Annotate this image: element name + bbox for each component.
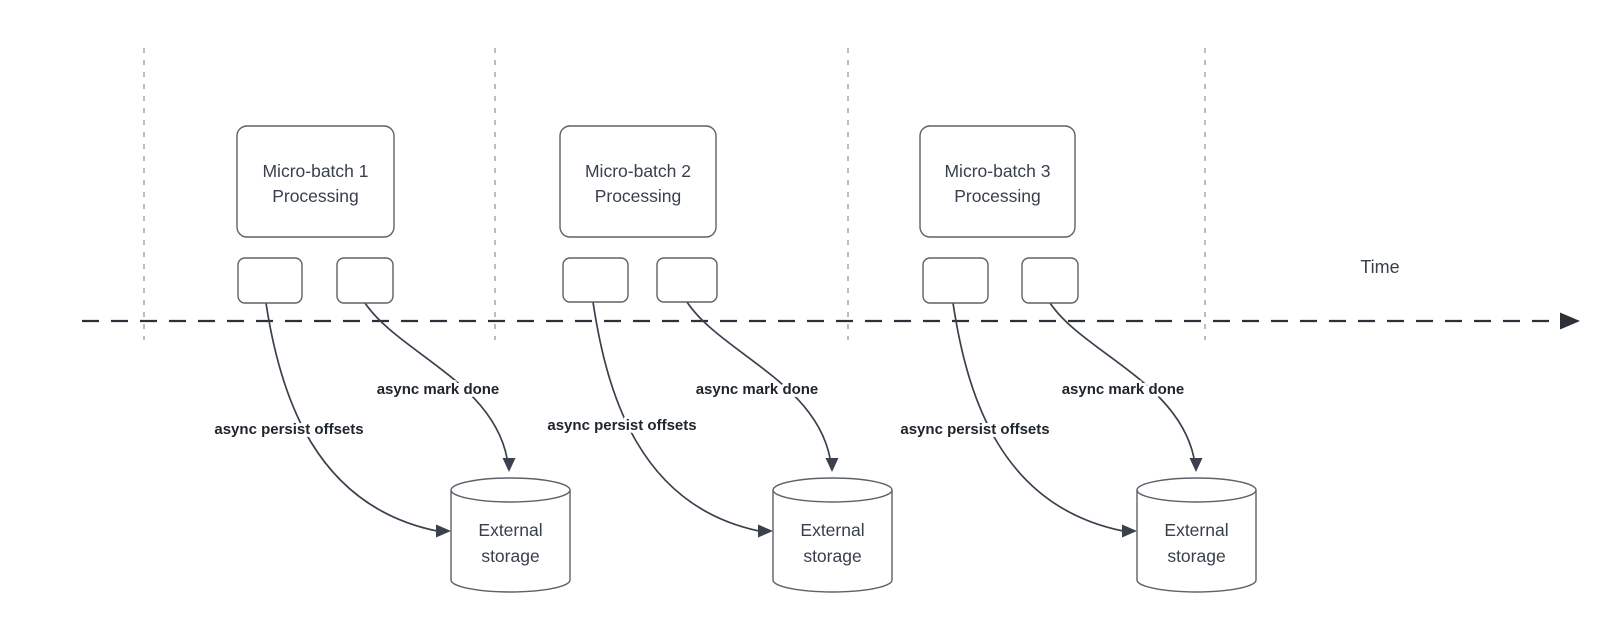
processing-box-title-line2: Processing bbox=[954, 186, 1041, 206]
cylinder-top bbox=[772, 477, 893, 503]
storage-label-line2: storage bbox=[803, 546, 861, 566]
persist-offsets-task-box bbox=[562, 257, 629, 303]
external-storage-cylinder: External storage bbox=[450, 477, 571, 593]
persist-offsets-arrow bbox=[592, 301, 760, 532]
mark-done-arrow bbox=[686, 301, 831, 459]
time-axis: Time bbox=[82, 257, 1580, 330]
persist-offsets-task-box bbox=[922, 257, 989, 304]
storage-label-line2: storage bbox=[1167, 546, 1225, 566]
persist-offsets-label: async persist offsets bbox=[547, 417, 696, 434]
persist-offsets-label: async persist offsets bbox=[900, 421, 1049, 438]
mark-done-arrow bbox=[1049, 302, 1195, 459]
persist-offsets-arrow bbox=[952, 302, 1124, 532]
cylinder-top bbox=[450, 477, 571, 503]
persist-offsets-arrowhead-icon bbox=[436, 524, 451, 538]
persist-offsets-task-box bbox=[237, 257, 303, 304]
storage-label-line1: External bbox=[800, 520, 864, 540]
persist-offsets-arrowhead-icon bbox=[1122, 524, 1137, 538]
processing-box-title-line1: Micro-batch 3 bbox=[944, 161, 1050, 181]
external-storage-cylinder: External storage bbox=[1136, 477, 1257, 593]
persist-offsets-label: async persist offsets bbox=[214, 421, 363, 438]
cylinder-body bbox=[1136, 490, 1257, 593]
processing-box-title-line2: Processing bbox=[272, 186, 359, 206]
mark-done-label: async mark done bbox=[1062, 381, 1185, 398]
external-storage-cylinder: External storage bbox=[772, 477, 893, 593]
persist-offsets-arrowhead-icon bbox=[758, 524, 773, 538]
processing-box bbox=[236, 125, 395, 238]
processing-box bbox=[559, 125, 717, 238]
storage-label-line1: External bbox=[478, 520, 542, 540]
processing-box-title-line2: Processing bbox=[595, 186, 682, 206]
mark-done-task-box bbox=[336, 257, 394, 304]
storage-label-line1: External bbox=[1164, 520, 1228, 540]
microbatch-group-1: Micro-batch 1 Processing async persist o… bbox=[211, 125, 571, 593]
time-axis-label: Time bbox=[1360, 257, 1399, 277]
mark-done-arrowhead-icon bbox=[502, 458, 516, 472]
processing-box bbox=[919, 125, 1076, 238]
mark-done-arrow bbox=[364, 302, 508, 459]
microbatch-group-2: Micro-batch 2 Processing async persist o… bbox=[544, 125, 893, 593]
time-axis-arrowhead-icon bbox=[1560, 312, 1580, 330]
processing-box-title-line1: Micro-batch 2 bbox=[585, 161, 691, 181]
cylinder-body bbox=[450, 490, 571, 593]
mark-done-arrowhead-icon bbox=[1189, 458, 1203, 472]
mark-done-label: async mark done bbox=[696, 381, 819, 398]
mark-done-task-box bbox=[1021, 257, 1079, 304]
microbatch-group-3: Micro-batch 3 Processing async persist o… bbox=[897, 125, 1257, 593]
mark-done-task-box bbox=[656, 257, 718, 303]
cylinder-body bbox=[772, 490, 893, 593]
cylinder-top bbox=[1136, 477, 1257, 503]
processing-box-title-line1: Micro-batch 1 bbox=[262, 161, 368, 181]
storage-label-line2: storage bbox=[481, 546, 539, 566]
mark-done-arrowhead-icon bbox=[825, 458, 839, 472]
mark-done-label: async mark done bbox=[377, 381, 500, 398]
persist-offsets-arrow bbox=[265, 302, 438, 532]
